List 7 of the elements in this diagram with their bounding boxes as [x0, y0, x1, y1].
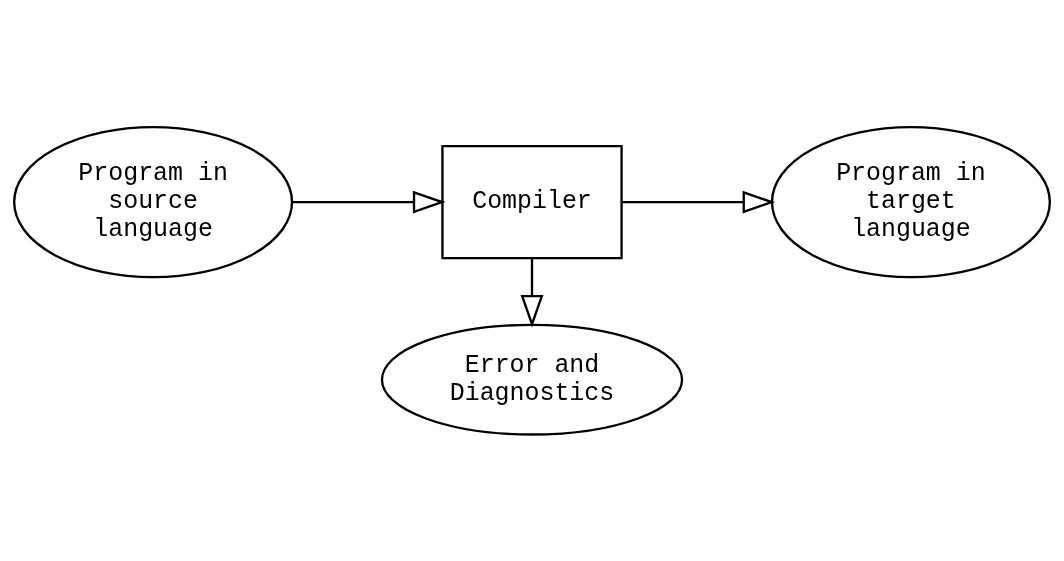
node-ellipse: Error and Diagnostics: [380, 323, 684, 436]
arrow: [520, 257, 544, 328]
arrow: [291, 190, 446, 214]
arrow: [621, 190, 776, 214]
node-ellipse: Program in source language: [13, 125, 294, 278]
node-ellipse: Program in target language: [770, 125, 1051, 278]
node-box: Compiler: [441, 144, 623, 259]
